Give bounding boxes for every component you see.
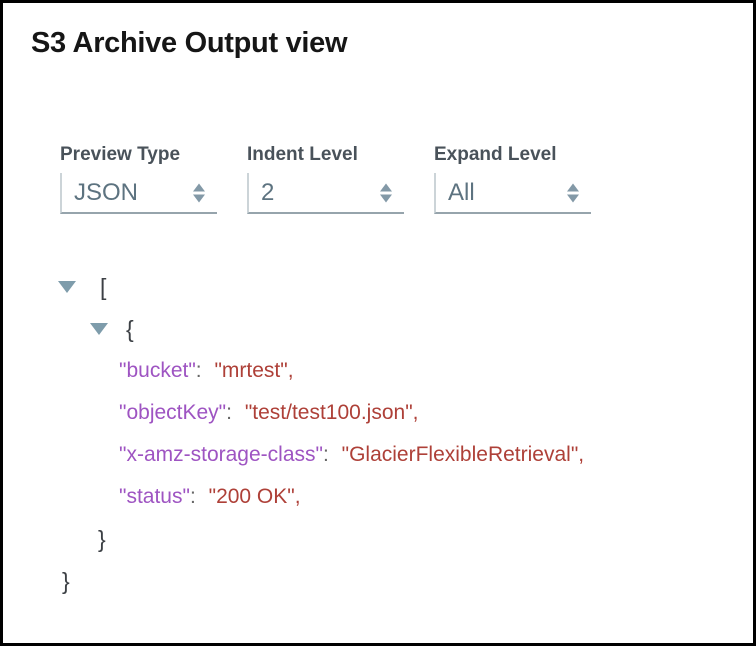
- collapse-triangle-icon[interactable]: [90, 323, 108, 335]
- stepper-arrows-icon[interactable]: [193, 183, 205, 202]
- json-key: "x-amz-storage-class": [119, 443, 323, 466]
- indent-level-select[interactable]: 2: [247, 173, 404, 214]
- json-colon: :: [189, 485, 202, 508]
- indent-level-control: Indent Level 2: [247, 144, 404, 214]
- json-line-array-open: [: [3, 266, 753, 308]
- arrow-down-icon[interactable]: [380, 194, 392, 202]
- arrow-down-icon[interactable]: [567, 194, 579, 202]
- page-title: S3 Archive Output view: [31, 27, 348, 59]
- json-tree: [ { "bucket": "mrtest", "objectKey": "te…: [3, 266, 753, 602]
- json-colon: :: [322, 443, 335, 466]
- stepper-arrows-icon[interactable]: [380, 183, 392, 202]
- indent-level-label: Indent Level: [247, 144, 358, 165]
- stepper-arrows-icon[interactable]: [567, 183, 579, 202]
- json-comma: ,: [412, 401, 419, 424]
- arrow-down-icon[interactable]: [193, 194, 205, 202]
- json-comma: ,: [294, 485, 301, 508]
- json-colon: :: [195, 359, 208, 382]
- json-line-bucket: "bucket": "mrtest",: [3, 350, 753, 392]
- json-line-object-close: }: [3, 518, 753, 560]
- controls-row: Preview Type JSON Indent Level 2 Expand …: [60, 144, 591, 214]
- json-line-storage-class: "x-amz-storage-class": "GlacierFlexibleR…: [3, 434, 753, 476]
- json-line-objectkey: "objectKey": "test/test100.json",: [3, 392, 753, 434]
- expand-level-label: Expand Level: [434, 144, 557, 165]
- indent-level-value: 2: [261, 178, 275, 206]
- json-key: "objectKey": [119, 401, 227, 424]
- array-open-bracket: [: [100, 273, 107, 300]
- json-value: "test/test100.json": [244, 401, 413, 424]
- preview-type-value: JSON: [74, 178, 139, 206]
- json-value: "mrtest": [214, 359, 288, 382]
- array-close-brace: }: [62, 567, 70, 594]
- json-comma: ,: [578, 443, 585, 466]
- arrow-up-icon[interactable]: [567, 183, 579, 191]
- arrow-up-icon[interactable]: [380, 183, 392, 191]
- json-comma: ,: [287, 359, 294, 382]
- preview-type-label: Preview Type: [60, 144, 181, 165]
- expand-level-value: All: [448, 178, 475, 206]
- object-open-brace: {: [126, 315, 134, 342]
- arrow-up-icon[interactable]: [193, 183, 205, 191]
- object-close-brace: }: [98, 525, 106, 552]
- json-value: "200 OK": [208, 485, 295, 508]
- json-value: "GlacierFlexibleRetrieval": [341, 443, 579, 466]
- json-colon: :: [226, 401, 238, 424]
- json-key: "bucket": [119, 359, 196, 382]
- json-line-status: "status": "200 OK",: [3, 476, 753, 518]
- json-key: "status": [119, 485, 190, 508]
- preview-type-select[interactable]: JSON: [60, 173, 217, 214]
- expand-level-control: Expand Level All: [434, 144, 591, 214]
- json-line-object-open: {: [3, 308, 753, 350]
- expand-level-select[interactable]: All: [434, 173, 591, 214]
- collapse-triangle-icon[interactable]: [58, 281, 76, 293]
- json-line-array-close: }: [3, 560, 753, 602]
- preview-type-control: Preview Type JSON: [60, 144, 217, 214]
